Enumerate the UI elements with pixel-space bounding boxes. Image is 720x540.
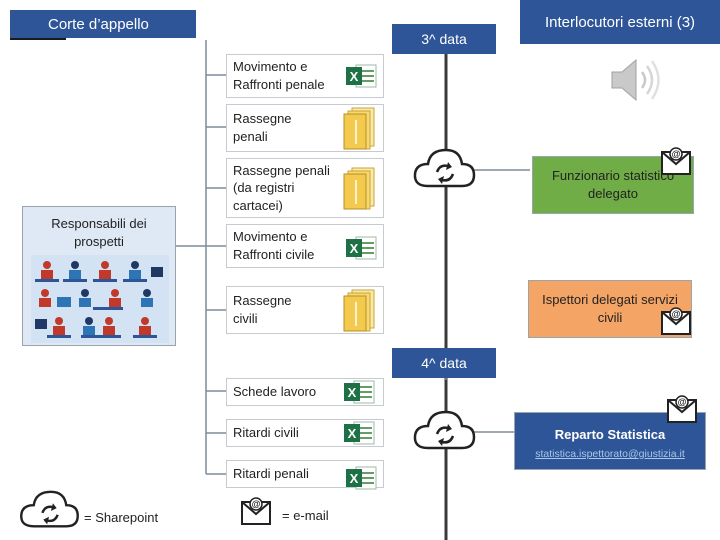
document-label: Ritardi civili [233, 425, 299, 441]
svg-text:@: @ [678, 397, 687, 407]
svg-text:X: X [350, 241, 359, 256]
document-label: Rassegne civili [233, 293, 292, 326]
legend-email: = e-mail [282, 508, 329, 523]
email-icon: @ [661, 147, 691, 175]
civil-inspectors-box: Ispettori delegati servizi civili [528, 280, 692, 338]
statistics-dept-label: Reparto Statistica [554, 427, 666, 442]
court-title: Corte d’appello [48, 15, 149, 33]
excel-icon: X [346, 64, 377, 88]
document-label: Movimento e Raffronti penale [233, 59, 325, 92]
svg-text:X: X [348, 385, 357, 400]
document-label: Rassegne penali [233, 111, 292, 144]
email-icon: @ [667, 395, 697, 423]
document-label: Ritardi penali [233, 466, 309, 482]
excel-icon: X [346, 236, 377, 260]
third-deadline-text: 3^ data [421, 31, 467, 47]
svg-text:@: @ [672, 309, 681, 319]
statistics-email-link[interactable]: statistica.ispettorato@giustizia.it [535, 448, 685, 460]
svg-text:X: X [348, 426, 357, 441]
cloud-sync-icon [413, 410, 476, 450]
svg-text:@: @ [252, 499, 261, 509]
document-label: Schede lavoro [233, 384, 317, 400]
people-at-desks-icon [31, 255, 169, 343]
fourth-deadline-text: 4^ data [421, 355, 467, 371]
cloud-sync-icon [413, 148, 476, 188]
folder-icon [343, 167, 375, 210]
document-movimento-civile: Movimento e Raffronti civile [226, 224, 384, 268]
svg-text:X: X [350, 471, 359, 486]
document-movimento-penale: Movimento e Raffronti penale [226, 54, 384, 98]
folder-icon [343, 107, 375, 150]
folder-icon [343, 289, 375, 332]
cloud-sync-icon [20, 490, 79, 528]
svg-text:@: @ [672, 149, 681, 159]
document-label: Movimento e Raffronti civile [233, 229, 315, 262]
excel-icon: X [346, 466, 377, 490]
sources-box: Responsabili dei prospetti [22, 206, 176, 346]
email-icon: @ [661, 307, 691, 335]
legend-sharepoint: = Sharepoint [84, 510, 159, 525]
external-title: Interlocutori esterni (3) [544, 13, 696, 31]
court-header: Corte d’appello [10, 10, 196, 38]
statistical-officer-label: Funzionario statistico delegato [551, 167, 675, 201]
speaker-icon [611, 58, 660, 102]
excel-icon: X [344, 421, 375, 445]
excel-icon: X [344, 380, 375, 404]
sources-title: Responsabili dei prospetti [51, 216, 147, 249]
document-label: Rassegne penali (da registri cartacei) [233, 162, 330, 213]
external-header: Interlocutori esterni (3) [520, 0, 720, 44]
civil-inspectors-label: Ispettori delegati servizi civili [542, 291, 678, 325]
third-deadline-label: 3^ data [392, 24, 496, 54]
court-header-underline [10, 38, 66, 40]
svg-text:X: X [350, 69, 359, 84]
fourth-deadline-label: 4^ data [392, 348, 496, 378]
email-icon: @ [241, 497, 271, 525]
